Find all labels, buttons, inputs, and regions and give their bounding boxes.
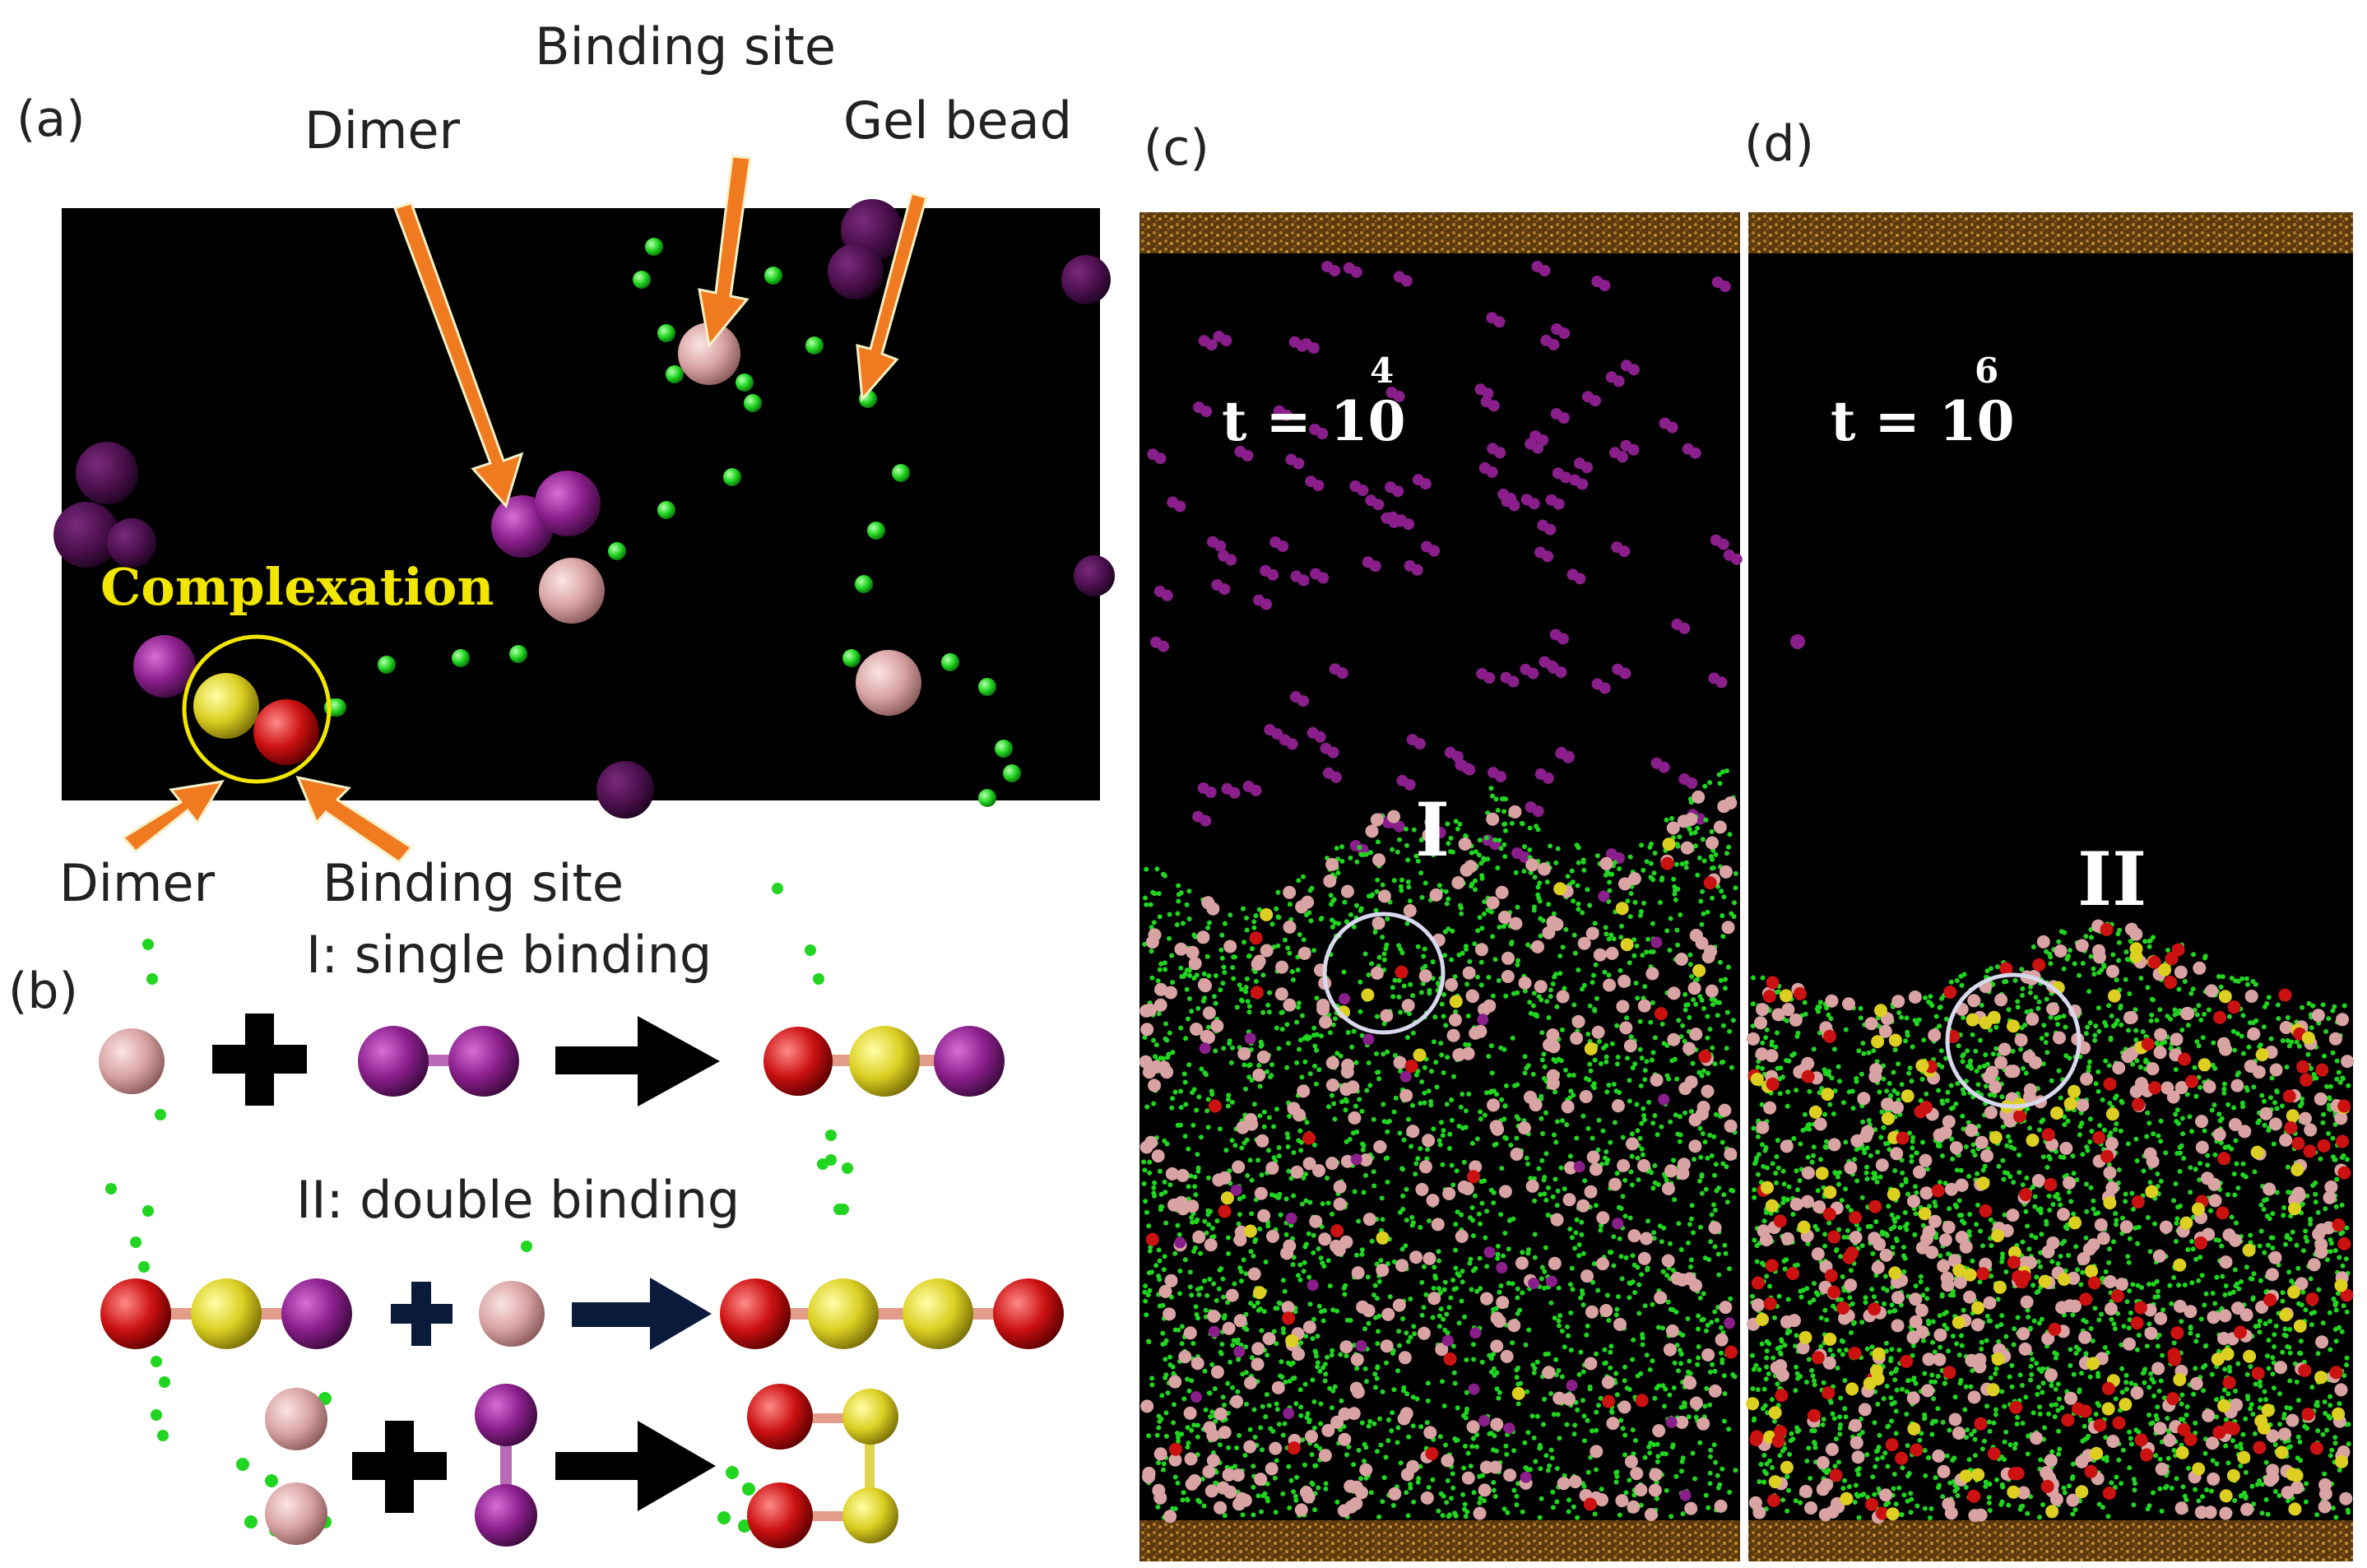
time-label-d: t = 10 bbox=[1831, 389, 2015, 453]
time-exponent-c: 4 bbox=[1370, 350, 1394, 391]
time-label-c: t = 10 bbox=[1222, 389, 1406, 453]
label-complexation: Complexation bbox=[100, 557, 494, 617]
highlight-circle-II bbox=[1945, 972, 2082, 1109]
panel-label-b: (b) bbox=[8, 963, 78, 1020]
plus-icon bbox=[212, 1014, 307, 1106]
label-binding-site-bottom: Binding site bbox=[323, 853, 624, 913]
region-label-I: I bbox=[1415, 786, 1450, 874]
label-binding-site-top: Binding site bbox=[535, 16, 836, 77]
label-double-binding: II: double binding bbox=[296, 1170, 740, 1230]
region-label-II: II bbox=[2077, 836, 2147, 923]
bottom-wall bbox=[1748, 1520, 2353, 1561]
plus-icon bbox=[391, 1282, 453, 1346]
panel-label-c: (c) bbox=[1144, 119, 1209, 177]
top-wall bbox=[1748, 212, 2353, 253]
right-arrow-icon bbox=[555, 1016, 720, 1106]
right-arrow-icon bbox=[572, 1278, 712, 1350]
highlight-circle-I bbox=[1322, 912, 1446, 1035]
panel-b-schematic: I: single binding II: double binding bbox=[99, 883, 1064, 1548]
panel-label-a: (a) bbox=[16, 90, 86, 148]
plus-icon bbox=[352, 1421, 447, 1513]
gel-bead-chains bbox=[324, 238, 1021, 807]
panel-label-d: (d) bbox=[1744, 115, 1814, 173]
top-wall bbox=[1139, 212, 1740, 253]
bottom-wall bbox=[1139, 1520, 1740, 1561]
complexation-circle bbox=[182, 634, 332, 784]
right-arrow-icon bbox=[555, 1421, 716, 1511]
time-exponent-d: 6 bbox=[1975, 350, 1998, 391]
orange-arrows bbox=[121, 155, 928, 865]
panel-d-simulation: t = 10 6 II bbox=[1746, 212, 2355, 1561]
panel-a-snapshot: Complexation bbox=[53, 199, 1115, 819]
label-single-binding: I: single binding bbox=[306, 925, 712, 985]
label-gel-bead: Gel bead bbox=[843, 90, 1072, 151]
label-dimer-top: Dimer bbox=[304, 100, 461, 160]
label-dimer-bottom: Dimer bbox=[59, 853, 216, 913]
panel-c-simulation: t = 10 4 I bbox=[1139, 212, 1743, 1561]
